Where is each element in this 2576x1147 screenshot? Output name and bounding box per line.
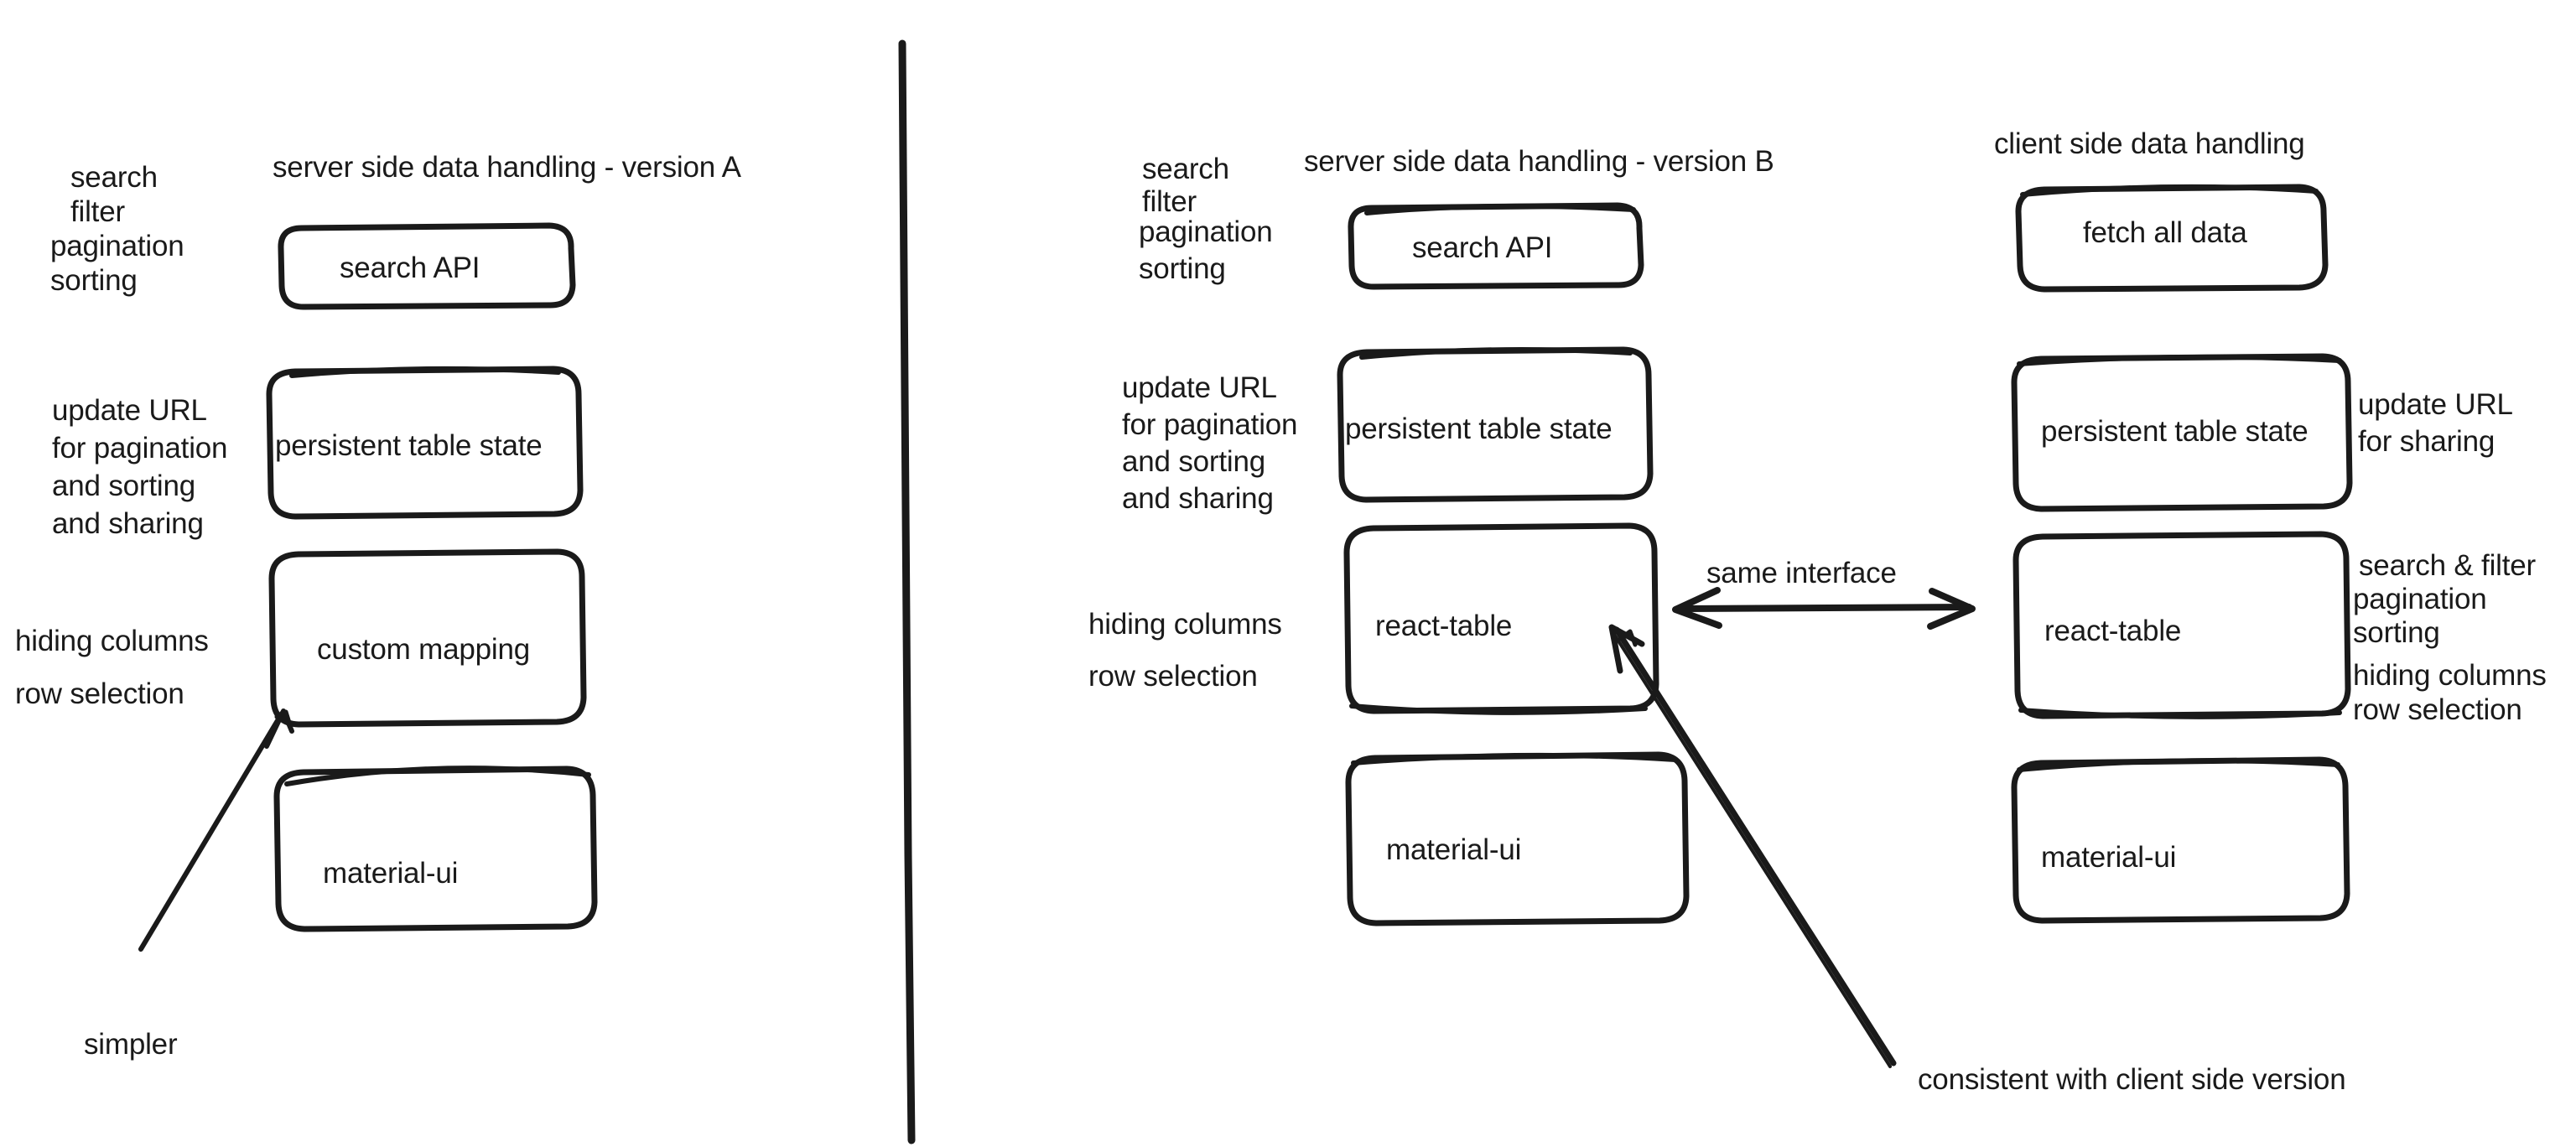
- note-c-url-line-1: for sharing: [2358, 425, 2496, 458]
- note-a-capabilities-line-2: pagination: [50, 230, 184, 262]
- note-b-capabilities-line-0: search: [1142, 153, 1229, 185]
- node-b-search-api-label[interactable]: search API: [1412, 231, 1553, 264]
- note-b-capabilities-line-3: sorting: [1139, 252, 1226, 285]
- note-a-capabilities-line-1: filter: [70, 195, 125, 228]
- note-c-features-line-3: hiding columns: [2353, 659, 2547, 692]
- note-b-table-line-1: row selection: [1088, 660, 1258, 693]
- node-c-persistent-table-state-label[interactable]: persistent table state: [2041, 415, 2309, 448]
- note-a-capabilities-line-3: sorting: [50, 264, 138, 297]
- note-b-table-line-0: hiding columns: [1088, 608, 1282, 641]
- node-b-persistent-table-state-label[interactable]: persistent table state: [1345, 413, 1613, 445]
- annotation-consistent-arrowhead: [1608, 624, 1645, 674]
- node-a-material-ui-label[interactable]: material-ui: [323, 857, 459, 890]
- note-a-table-line-0: hiding columns: [15, 625, 209, 657]
- node-a-material-ui-shape: [273, 766, 598, 932]
- node-c-material-ui-label[interactable]: material-ui: [2041, 841, 2177, 874]
- connector-same-interface-arrowhead-left: [1672, 587, 1722, 629]
- annotation-simpler-arrow-line: [138, 711, 284, 952]
- node-b-material-ui-label[interactable]: material-ui: [1386, 833, 1522, 866]
- panel-b-title: server side data handling - version B: [1304, 145, 1774, 178]
- note-a-capabilities-line-0: search: [70, 161, 158, 194]
- annotation-consistent-arrow-line-2: [1612, 631, 1892, 1068]
- note-b-url-line-1: for pagination: [1122, 408, 1298, 441]
- note-c-features-line-2: sorting: [2353, 616, 2440, 649]
- note-a-url-line-3: and sharing: [52, 507, 204, 540]
- note-a-url-line-0: update URL: [52, 394, 207, 427]
- note-b-url-line-2: and sorting: [1122, 445, 1265, 478]
- connector-same-interface-arrowhead-right: [1927, 588, 1976, 630]
- note-b-capabilities-line-1: filter: [1142, 185, 1197, 218]
- note-b-capabilities-line-2: pagination: [1139, 215, 1273, 248]
- note-b-url-line-3: and sharing: [1122, 482, 1274, 515]
- note-a-url-line-1: for pagination: [52, 432, 228, 465]
- node-c-react-table-label[interactable]: react-table: [2044, 615, 2182, 647]
- panel-c-title: client side data handling: [1994, 127, 2305, 160]
- note-c-url-line-0: update URL: [2358, 388, 2513, 421]
- annotation-simpler-label: simpler: [84, 1028, 178, 1061]
- node-c-fetch-all-data-label[interactable]: fetch all data: [2083, 216, 2247, 249]
- note-a-url-line-2: and sorting: [52, 470, 195, 502]
- node-c-material-ui-shape: [2011, 756, 2350, 924]
- annotation-consistent-label: consistent with client side version: [1918, 1063, 2346, 1096]
- annotation-consistent-arrow-line: [1613, 626, 1897, 1067]
- note-c-features-line-0: search & filter: [2359, 549, 2536, 582]
- node-a-persistent-table-state-label[interactable]: persistent table state: [275, 429, 543, 462]
- note-c-features-line-1: pagination: [2353, 583, 2487, 615]
- note-b-url-line-0: update URL: [1122, 371, 1277, 404]
- connector-same-interface-line: [1675, 604, 1972, 612]
- node-a-custom-mapping-label[interactable]: custom mapping: [317, 633, 530, 666]
- node-b-react-table-label[interactable]: react-table: [1375, 610, 1513, 642]
- annotation-simpler-arrowhead: [264, 708, 294, 749]
- panel-a-title: server side data handling - version A: [273, 151, 741, 184]
- note-a-table-line-1: row selection: [15, 677, 184, 710]
- node-a-search-api-label[interactable]: search API: [340, 252, 480, 284]
- connector-same-interface-label: same interface: [1706, 557, 1897, 589]
- panel-divider: [898, 39, 916, 1144]
- note-c-features-line-4: row selection: [2353, 693, 2522, 726]
